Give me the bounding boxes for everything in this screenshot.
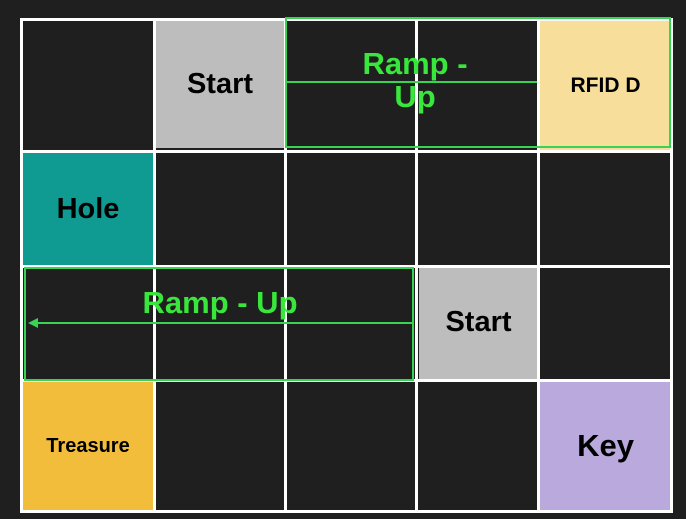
grid-line-h4 bbox=[20, 510, 673, 513]
start-tile-top: Start bbox=[156, 20, 284, 148]
ramp-top-label-line2: Up bbox=[394, 78, 436, 114]
ramp-top-centerline bbox=[287, 81, 537, 83]
key-tile: Key bbox=[540, 381, 671, 511]
grid-line-h1 bbox=[20, 150, 673, 153]
treasure-tile: Treasure bbox=[22, 381, 154, 511]
ramp-middle-arrowhead-icon bbox=[28, 318, 38, 328]
start-tile-top-label: Start bbox=[186, 67, 254, 100]
treasure-tile-label: Treasure bbox=[46, 434, 130, 457]
rfid-tile-label: RFID D bbox=[570, 74, 641, 97]
ramp-top-label: Ramp - Up bbox=[330, 46, 500, 114]
ramp-middle-label: Ramp - Up bbox=[142, 285, 298, 320]
ramp-middle-arrow-line bbox=[36, 322, 414, 324]
start-tile-middle-label: Start bbox=[445, 306, 512, 338]
key-tile-label: Key bbox=[577, 428, 634, 463]
rfid-tile: RFID D bbox=[540, 20, 671, 152]
grid-line-h2 bbox=[20, 265, 673, 268]
ramp-top-label-line1: Ramp - bbox=[362, 46, 468, 81]
hole-tile: Hole bbox=[22, 152, 154, 266]
grid-line-h0 bbox=[20, 18, 673, 21]
start-tile-middle: Start bbox=[419, 266, 538, 379]
ramp-middle-outline bbox=[24, 267, 414, 381]
hole-tile-label: Hole bbox=[56, 192, 120, 225]
ramp-top-outline bbox=[285, 17, 671, 148]
